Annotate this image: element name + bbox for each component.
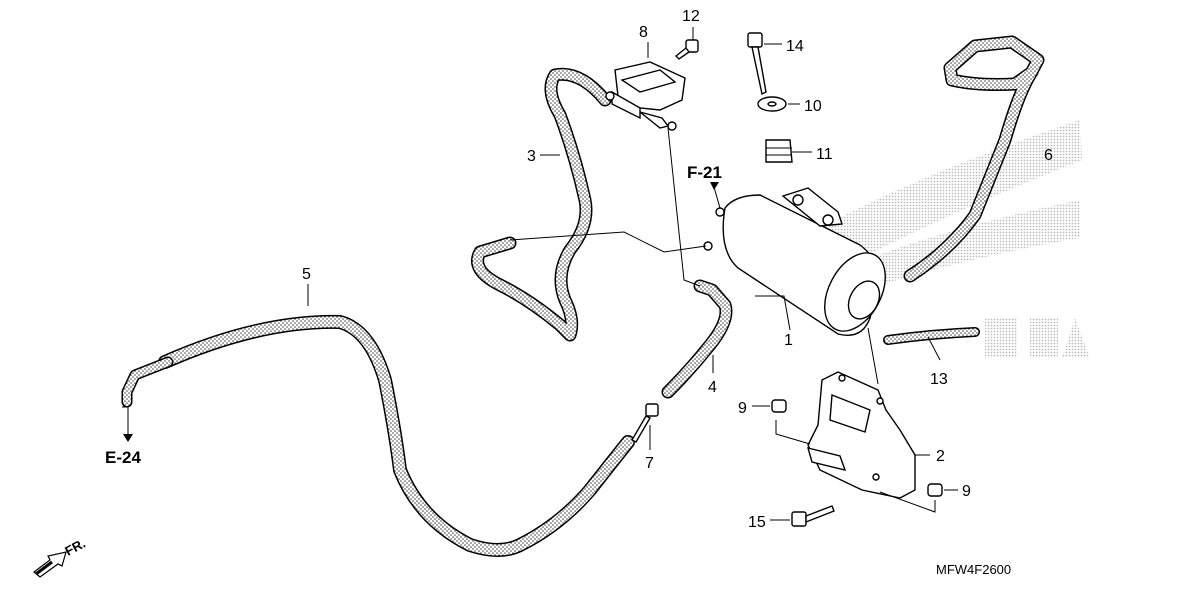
bolt-15[interactable] (791, 505, 835, 527)
hose-4[interactable] (661, 279, 733, 399)
clip-9a[interactable] (771, 399, 787, 413)
callout-3: 3 (527, 148, 536, 165)
bolt-12[interactable] (674, 39, 699, 60)
callout-9b: 9 (962, 483, 971, 500)
canister[interactable] (703, 187, 898, 341)
ref-f21[interactable]: F-21 (687, 163, 722, 182)
callout-10: 10 (804, 98, 822, 115)
callout-14: 14 (786, 38, 804, 55)
hose-5[interactable] (121, 314, 635, 557)
bracket[interactable] (806, 371, 916, 499)
callout-7: 7 (645, 455, 654, 472)
leader-lines (122, 27, 958, 521)
hose-6[interactable] (903, 35, 1045, 283)
grommet-11[interactable] (765, 139, 793, 163)
callout-13: 13 (930, 371, 948, 388)
callout-1: 1 (784, 332, 793, 349)
bolt-14[interactable] (747, 32, 767, 96)
callout-12: 12 (682, 8, 700, 25)
washer-10[interactable] (757, 96, 787, 112)
callouts: 1 2 3 4 5 6 7 8 9 9 10 11 12 13 14 15 (302, 8, 1053, 531)
diagram-code: MFW4F2600 (936, 562, 1011, 577)
callout-2: 2 (936, 448, 945, 465)
callout-9a: 9 (738, 400, 747, 417)
arrow-down-left-icon (33, 551, 67, 578)
ref-e24[interactable]: E-24 (105, 448, 141, 467)
joint-7[interactable] (631, 403, 659, 443)
callout-5: 5 (302, 266, 311, 283)
clip-9b[interactable] (927, 483, 943, 497)
callout-6: 6 (1044, 147, 1053, 164)
hose-13[interactable] (883, 327, 980, 345)
callout-15: 15 (748, 514, 766, 531)
front-direction: FR. (33, 536, 88, 578)
front-label: FR. (62, 536, 88, 559)
solenoid-valve[interactable] (605, 61, 686, 131)
hose-3[interactable] (471, 67, 612, 342)
callout-8: 8 (639, 24, 648, 41)
callout-4: 4 (708, 379, 717, 396)
callout-11: 11 (816, 146, 833, 163)
